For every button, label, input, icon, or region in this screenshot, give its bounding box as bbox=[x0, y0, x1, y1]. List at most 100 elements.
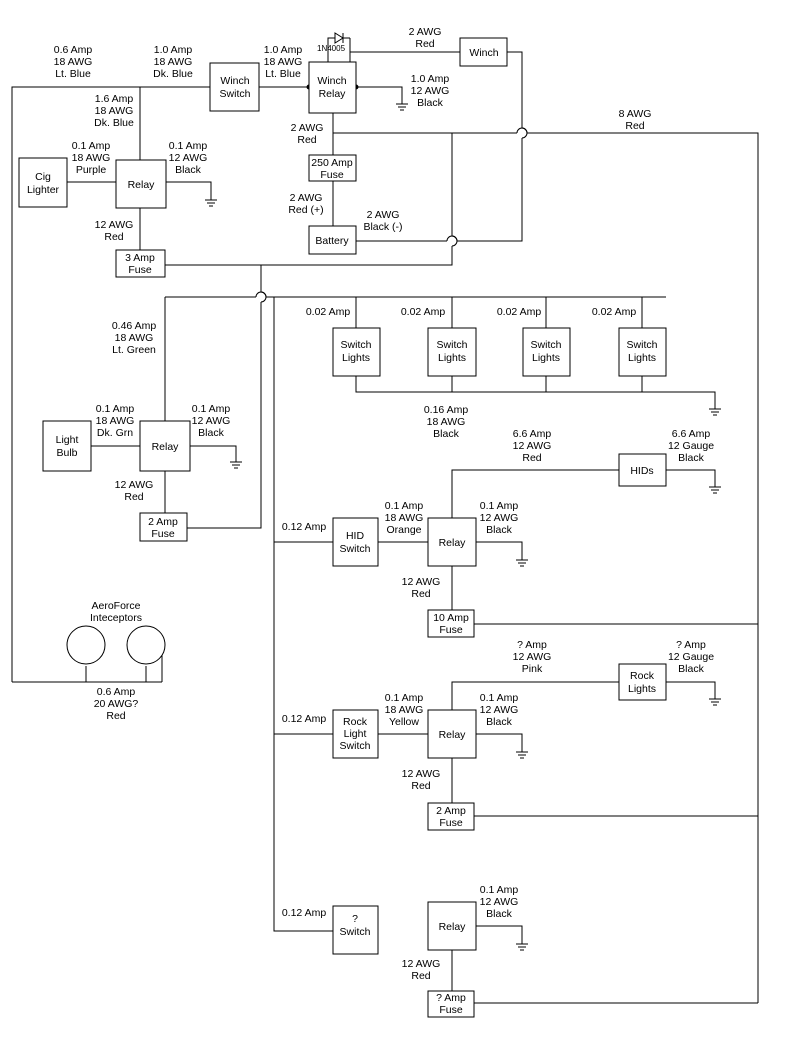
light-bulb-box bbox=[42, 420, 92, 472]
relay-cig-label: Relay bbox=[128, 179, 156, 191]
ground-icon bbox=[709, 698, 721, 706]
wire-crossings bbox=[255, 127, 528, 303]
ground-icon bbox=[709, 408, 721, 416]
relay-rock-box bbox=[427, 709, 477, 759]
label-unk-sw-amp: 0.12 Amp bbox=[282, 907, 327, 919]
diode-1n4005 bbox=[334, 32, 344, 44]
ground-symbols bbox=[205, 103, 721, 951]
interceptor-right-icon bbox=[126, 625, 166, 665]
ground-icon bbox=[230, 461, 242, 469]
relay-unknown-box bbox=[427, 901, 477, 951]
relay-bulb-box bbox=[139, 420, 191, 472]
battery-label: Battery bbox=[315, 235, 349, 247]
winch-switch-box bbox=[209, 62, 260, 112]
unknown-switch-box bbox=[332, 905, 379, 955]
fuse-2a-box bbox=[139, 512, 188, 542]
switch-lights-4-box bbox=[618, 327, 667, 377]
battery-box bbox=[308, 225, 357, 255]
label-hid-sw-amp: 0.12 Amp bbox=[282, 521, 327, 533]
unknown-switch-label: ?Switch bbox=[340, 913, 371, 938]
aeroforce-interceptors bbox=[66, 625, 166, 665]
relay-unknown-label: Relay bbox=[439, 921, 467, 933]
relay-rock-label: Relay bbox=[439, 729, 467, 741]
switch-lights-2-box bbox=[427, 327, 477, 377]
ground-icon bbox=[516, 559, 528, 567]
fuse-unknown-box bbox=[427, 990, 475, 1018]
winch-box bbox=[459, 37, 508, 67]
cig-lighter-box bbox=[18, 157, 68, 208]
fuse-3-box bbox=[115, 249, 166, 278]
component-boxes bbox=[18, 37, 667, 1018]
relay-hid-label: Relay bbox=[439, 537, 467, 549]
winch-label: Winch bbox=[469, 47, 498, 59]
fuse-250-box bbox=[308, 154, 357, 182]
switch-lights-1-box bbox=[332, 327, 381, 377]
rock-lights-box bbox=[618, 663, 667, 701]
hids-box bbox=[618, 453, 667, 487]
winch-relay-box bbox=[308, 61, 357, 114]
wires bbox=[11, 37, 759, 1004]
hid-switch-box bbox=[332, 517, 379, 567]
diode-label: 1N4005 bbox=[317, 44, 346, 53]
fuse-10-box bbox=[427, 609, 475, 638]
ground-icon bbox=[205, 199, 217, 207]
hids-label: HIDs bbox=[630, 465, 653, 477]
ground-icon bbox=[396, 103, 408, 111]
fuse-2b-box bbox=[427, 802, 475, 831]
switch-lights-3-box bbox=[522, 327, 571, 377]
label-sw-amp-4: 0.02 Amp bbox=[592, 306, 637, 318]
relay-hid-box bbox=[427, 517, 477, 567]
label-sw-amp-2: 0.02 Amp bbox=[401, 306, 446, 318]
label-sw-amp-3: 0.02 Amp bbox=[497, 306, 542, 318]
ground-icon bbox=[709, 486, 721, 494]
ground-icon bbox=[516, 943, 528, 951]
